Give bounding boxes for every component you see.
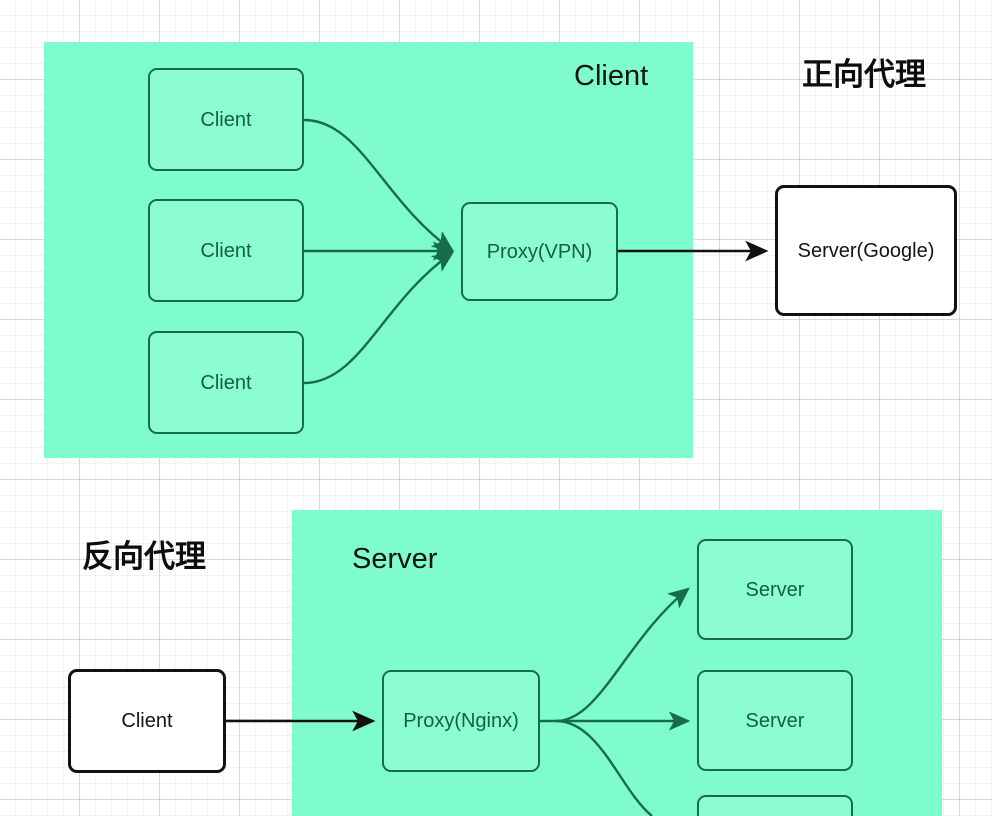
node-server-2[interactable]: Server [697,670,853,771]
node-proxy-vpn[interactable]: Proxy(VPN) [461,202,618,301]
forward-proxy-label: 正向代理 [802,57,926,93]
server-group-title: Server [352,543,438,575]
node-client-reverse[interactable]: Client [68,669,226,773]
node-proxy-vpn-label: Proxy(VPN) [486,240,593,263]
node-server-google[interactable]: Server(Google) [775,185,957,316]
node-server-google-label: Server(Google) [797,239,935,262]
node-proxy-nginx[interactable]: Proxy(Nginx) [382,670,540,772]
node-server-2-label: Server [745,709,805,732]
node-client-2-label: Client [200,239,252,262]
node-client-reverse-label: Client [121,710,173,732]
node-client-3[interactable]: Client [148,331,304,434]
node-proxy-nginx-label: Proxy(Nginx) [403,710,519,732]
node-server-1[interactable]: Server [697,539,853,640]
client-group-title: Client [574,60,649,92]
node-client-1-label: Client [200,108,252,131]
reverse-proxy-label: 反向代理 [82,539,206,575]
node-server-1-label: Server [745,578,805,601]
node-server-3[interactable] [697,795,853,816]
node-client-2[interactable]: Client [148,199,304,302]
node-client-3-label: Client [200,371,252,394]
node-client-1[interactable]: Client [148,68,304,171]
